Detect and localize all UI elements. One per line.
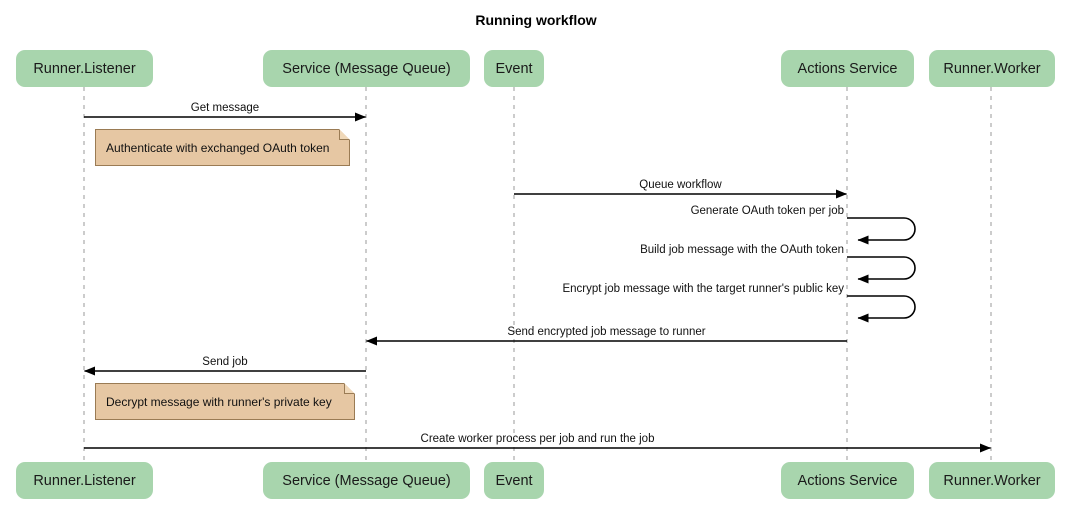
- participant-label: Event: [495, 60, 533, 77]
- message-label-send-encrypted: Send encrypted job message to runner: [507, 326, 706, 338]
- participant-runner-worker-bottom[interactable]: Runner.Worker: [929, 462, 1055, 499]
- note-text: Authenticate with exchanged OAuth token: [106, 140, 330, 155]
- message-label-send-job: Send job: [202, 356, 248, 368]
- message-label-build-message: Build job message with the OAuth token: [640, 244, 844, 256]
- message-label-create-worker: Create worker process per job and run th…: [420, 433, 655, 445]
- participant-label: Runner.Worker: [943, 60, 1041, 77]
- page-title: Running workflow: [475, 12, 597, 28]
- participant-event-top[interactable]: Event: [484, 50, 544, 87]
- participant-label: Service (Message Queue): [282, 60, 451, 77]
- message-label-encrypt-message: Encrypt job message with the target runn…: [562, 283, 844, 295]
- participant-label: Runner.Listener: [33, 472, 136, 489]
- participant-label: Service (Message Queue): [282, 472, 451, 489]
- note-authenticate: Authenticate with exchanged OAuth token: [95, 129, 350, 166]
- participant-runner-listener-top[interactable]: Runner.Listener: [16, 50, 153, 87]
- self-message-encrypt-message: [847, 295, 916, 323]
- self-message-generate-token: [847, 217, 916, 245]
- message-label-generate-token: Generate OAuth token per job: [690, 205, 844, 217]
- self-message-build-message: [847, 256, 916, 284]
- participant-actions-service-top[interactable]: Actions Service: [781, 50, 914, 87]
- participant-label: Runner.Listener: [33, 60, 136, 77]
- participant-label: Event: [495, 472, 533, 489]
- participant-runner-listener-bottom[interactable]: Runner.Listener: [16, 462, 153, 499]
- message-label-queue-workflow: Queue workflow: [639, 179, 722, 191]
- note-fold-corner-icon: [344, 383, 355, 394]
- participant-label: Actions Service: [797, 472, 898, 489]
- participant-label: Runner.Worker: [943, 472, 1041, 489]
- participant-service-mq-top[interactable]: Service (Message Queue): [263, 50, 470, 87]
- participant-service-mq-bottom[interactable]: Service (Message Queue): [263, 462, 470, 499]
- participant-actions-service-bottom[interactable]: Actions Service: [781, 462, 914, 499]
- note-text: Decrypt message with runner's private ke…: [106, 394, 332, 409]
- participant-event-bottom[interactable]: Event: [484, 462, 544, 499]
- note-fold-corner-icon: [339, 129, 350, 140]
- participant-label: Actions Service: [797, 60, 898, 77]
- note-decrypt: Decrypt message with runner's private ke…: [95, 383, 355, 420]
- message-arrows-group: [84, 112, 991, 453]
- message-label-get-message: Get message: [190, 102, 260, 114]
- participant-runner-worker-top[interactable]: Runner.Worker: [929, 50, 1055, 87]
